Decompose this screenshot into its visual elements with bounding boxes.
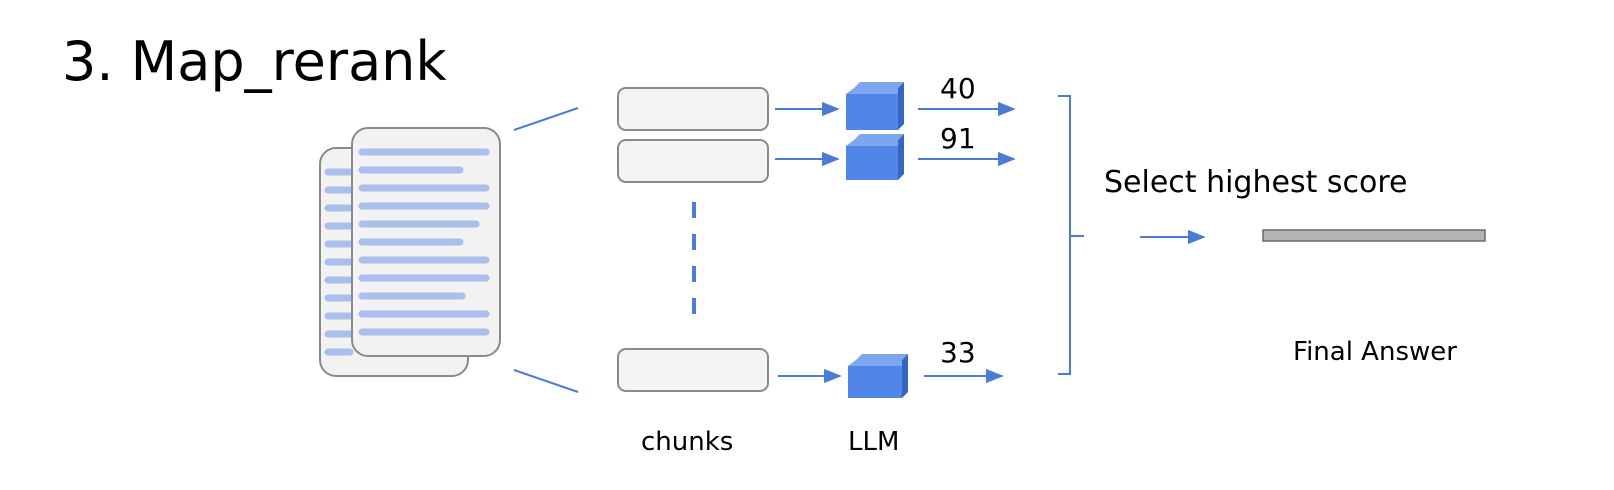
document-front bbox=[351, 127, 501, 357]
llm-cube-icon bbox=[846, 82, 904, 130]
score-label: 33 bbox=[940, 336, 976, 369]
chunks-label: chunks bbox=[641, 427, 733, 457]
final-answer-bar bbox=[1262, 229, 1486, 242]
document-stack bbox=[319, 127, 501, 377]
chunk-box-3 bbox=[617, 348, 769, 392]
page-title: 3. Map_rerank bbox=[62, 30, 447, 93]
score-label: 91 bbox=[940, 122, 976, 155]
split-line-top bbox=[513, 107, 579, 131]
llm-cube-icon bbox=[846, 134, 904, 180]
split-line-bottom bbox=[513, 369, 579, 393]
selection-bracket bbox=[1058, 95, 1084, 375]
chunk-box-1 bbox=[617, 87, 769, 131]
select-highest-score-label: Select highest score bbox=[1104, 165, 1408, 200]
final-answer-label: Final Answer bbox=[1293, 337, 1457, 367]
score-label: 40 bbox=[940, 72, 976, 105]
llm-cube-icon bbox=[848, 354, 908, 398]
llm-label: LLM bbox=[848, 427, 899, 457]
chunk-box-2 bbox=[617, 139, 769, 183]
